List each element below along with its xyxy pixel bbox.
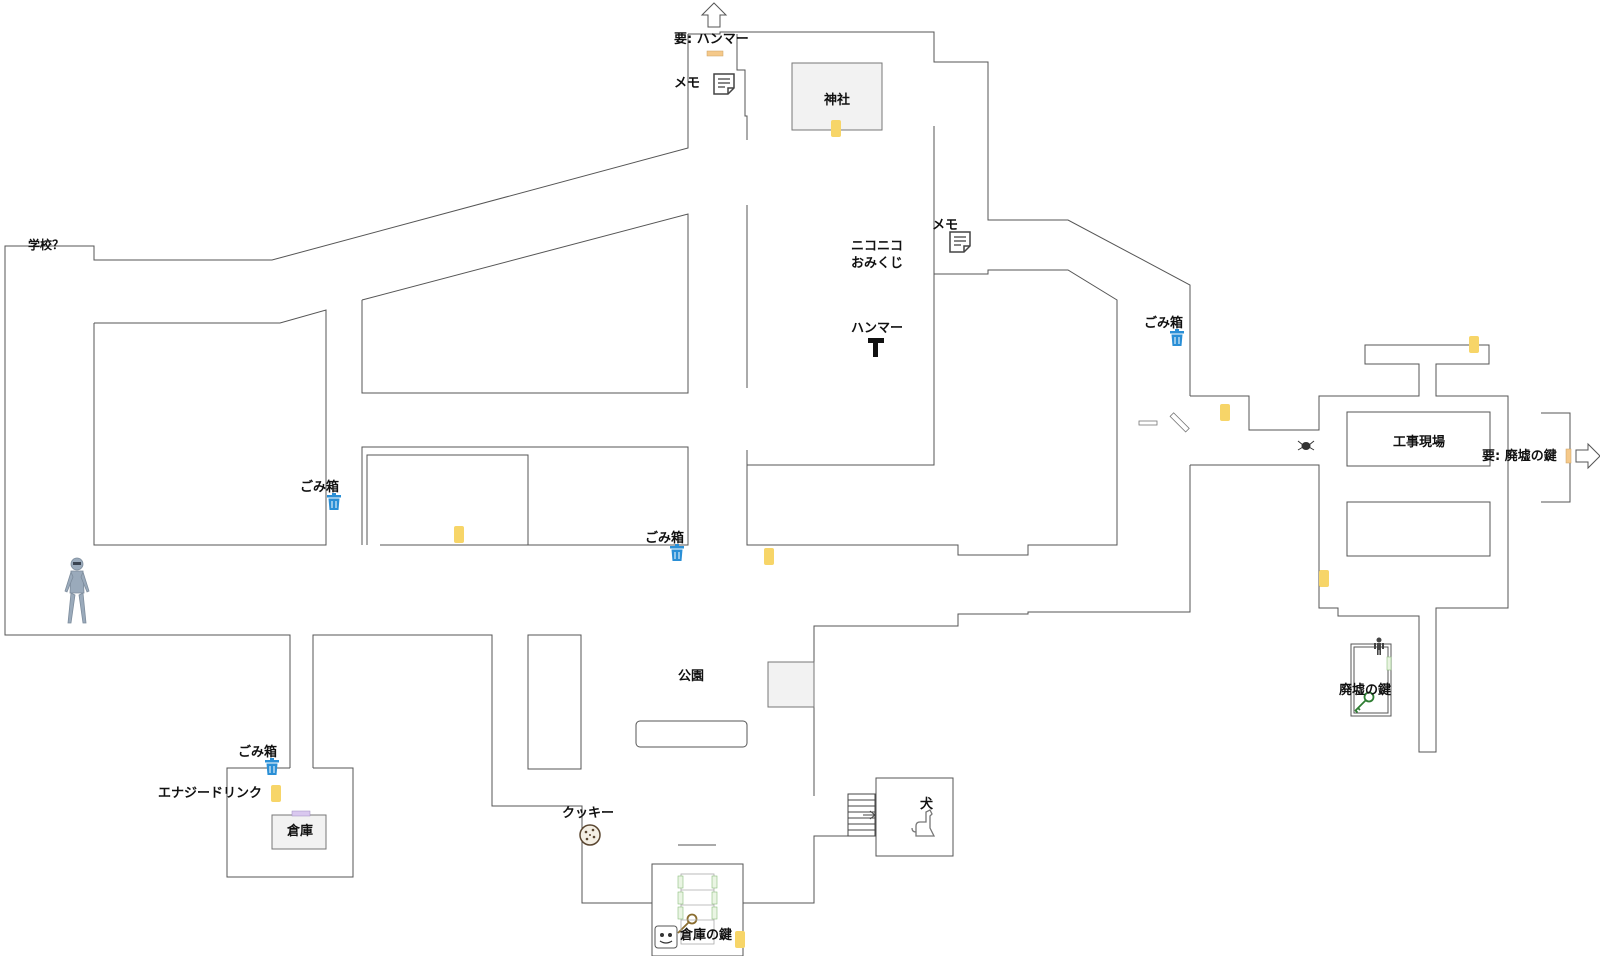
ladder-marker bbox=[1386, 656, 1392, 671]
gate-right bbox=[1138, 420, 1158, 426]
item-marker[interactable] bbox=[454, 526, 464, 543]
label-hammer: ハンマー bbox=[851, 321, 903, 336]
label-school: 学校？ bbox=[28, 237, 64, 252]
label-omikuji-2: おみくじ bbox=[851, 256, 903, 271]
label-trash-1: ごみ箱 bbox=[300, 479, 339, 495]
face-box-icon bbox=[654, 925, 678, 949]
item-marker[interactable] bbox=[735, 931, 745, 948]
door-warehouse[interactable] bbox=[291, 810, 311, 817]
label-shrine: 神社 bbox=[824, 92, 850, 108]
label-warehouse-key: 倉庫の鍵 bbox=[679, 927, 732, 943]
hammer-icon[interactable] bbox=[868, 338, 884, 357]
item-marker[interactable] bbox=[831, 120, 841, 137]
label-dog: 犬 bbox=[920, 796, 934, 812]
label-construction-site: 工事現場 bbox=[1393, 434, 1445, 450]
memo-icon[interactable] bbox=[949, 231, 971, 253]
stairs-icon bbox=[847, 793, 876, 837]
trash-can-icon[interactable] bbox=[327, 493, 341, 510]
label-ruins-key: 廃墟の鍵 bbox=[1338, 682, 1391, 698]
item-marker[interactable] bbox=[271, 785, 281, 802]
label-trash-3: ごみ箱 bbox=[1144, 315, 1183, 331]
trash-can-icon[interactable] bbox=[670, 544, 684, 561]
cookie-icon[interactable] bbox=[579, 824, 601, 846]
arrow-up-icon[interactable] bbox=[700, 2, 728, 28]
label-park: 公園 bbox=[678, 668, 704, 684]
label-warehouse: 倉庫 bbox=[286, 823, 313, 839]
item-marker[interactable] bbox=[1220, 404, 1230, 421]
key-icon[interactable] bbox=[677, 913, 698, 934]
label-trash-2: ごみ箱 bbox=[645, 530, 684, 546]
person-icon[interactable] bbox=[1374, 637, 1384, 656]
item-marker[interactable] bbox=[1319, 570, 1329, 587]
label-ruins-key-required: 要: 廃墟の鍵 bbox=[1482, 448, 1557, 464]
arrow-right-icon[interactable] bbox=[1575, 442, 1600, 470]
item-marker[interactable] bbox=[1469, 336, 1479, 353]
spider-icon[interactable] bbox=[1297, 440, 1315, 451]
trash-can-icon[interactable] bbox=[265, 758, 279, 775]
item-marker[interactable] bbox=[764, 548, 774, 565]
walls bbox=[4, 31, 1571, 956]
key-icon[interactable] bbox=[1354, 691, 1375, 714]
park-building bbox=[767, 661, 815, 708]
label-hammer-required: 要: ハンマー bbox=[674, 32, 749, 47]
dog-icon[interactable] bbox=[911, 809, 936, 837]
label-memo-right: メモ bbox=[932, 218, 958, 233]
gate-diagonal bbox=[1169, 412, 1190, 433]
shelving bbox=[677, 873, 718, 945]
label-energy-drink: エナジードリンク bbox=[158, 786, 262, 801]
shrine-building bbox=[791, 62, 883, 131]
label-trash-4: ごみ箱 bbox=[238, 744, 277, 760]
monster-icon[interactable] bbox=[64, 557, 90, 624]
trash-can-icon[interactable] bbox=[1170, 329, 1184, 346]
label-omikuji-1: ニコニコ bbox=[851, 239, 903, 254]
memo-icon[interactable] bbox=[713, 73, 735, 95]
label-cookie: クッキー bbox=[562, 806, 614, 821]
item-markers bbox=[271, 120, 1479, 948]
door-top[interactable] bbox=[706, 50, 724, 57]
door-right[interactable] bbox=[1565, 448, 1572, 464]
label-memo-top: メモ bbox=[674, 76, 700, 91]
